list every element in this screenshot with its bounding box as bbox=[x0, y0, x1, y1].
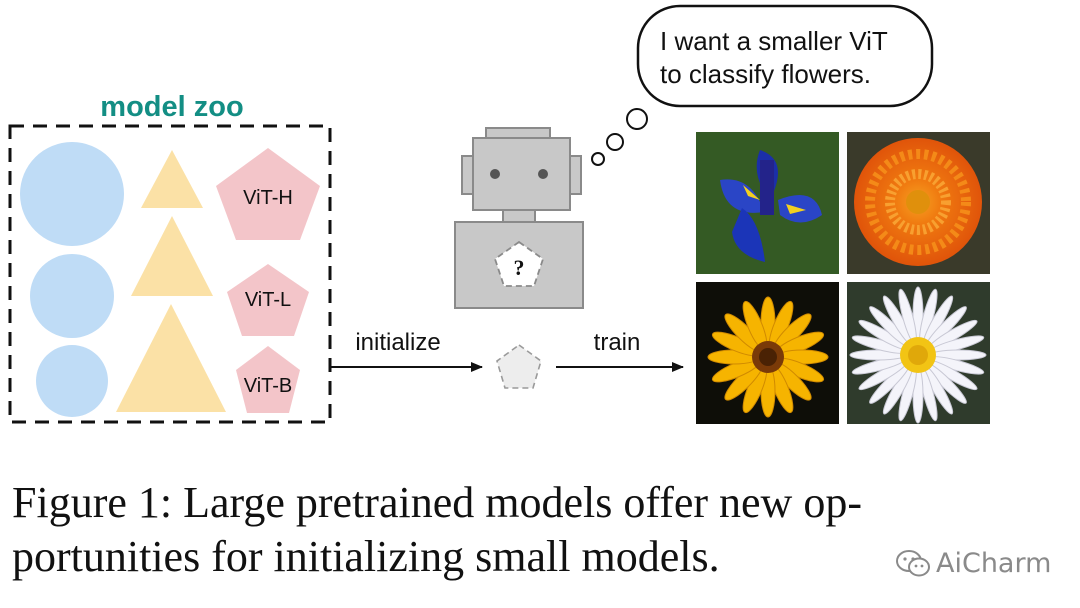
small-model-circle-small bbox=[36, 345, 108, 417]
model-triangle-large bbox=[116, 304, 226, 412]
thought-dot-small bbox=[591, 152, 605, 166]
small-model-pentagon bbox=[496, 344, 542, 389]
train-label: train bbox=[594, 329, 641, 356]
watermark-text: AiCharm bbox=[936, 548, 1052, 579]
watermark: AiCharm bbox=[896, 548, 1051, 579]
flower-photo-iris bbox=[696, 132, 839, 274]
diagram: model zoo ViT-H ViT-L ViT-B initialize t… bbox=[8, 4, 990, 424]
robot-eye-left bbox=[490, 169, 500, 179]
robot-head bbox=[472, 137, 571, 211]
small-model-circle-medium bbox=[30, 254, 114, 338]
thought-line-1: I want a smaller ViT bbox=[660, 26, 888, 56]
figure-caption: Figure 1: Large pretrained models offer … bbox=[12, 476, 1012, 584]
small-model-circle-large bbox=[20, 142, 124, 246]
thought-dot-large bbox=[626, 108, 648, 130]
initialize-label: initialize bbox=[355, 329, 440, 356]
caption-line-2: portunities for initializing small model… bbox=[12, 532, 720, 581]
robot: ? bbox=[454, 127, 584, 309]
robot-unknown-model-icon bbox=[493, 240, 545, 287]
robot-eye-right bbox=[538, 169, 548, 179]
caption-line-1: Figure 1: Large pretrained models offer … bbox=[12, 478, 862, 527]
robot-question-mark: ? bbox=[514, 255, 525, 280]
model-triangle-small bbox=[141, 150, 203, 208]
flower-photo-yellow bbox=[696, 282, 839, 424]
thought-bubble: I want a smaller ViT to classify flowers… bbox=[591, 4, 934, 166]
model-triangle-medium bbox=[131, 216, 213, 296]
vit-l-label: ViT-L bbox=[245, 289, 291, 311]
vit-h-pentagon bbox=[216, 148, 320, 240]
robot-neck bbox=[502, 209, 536, 223]
vit-h-label: ViT-H bbox=[243, 187, 293, 209]
vit-b-label: ViT-B bbox=[244, 375, 293, 397]
model-zoo-title: model zoo bbox=[100, 91, 243, 123]
train-arrow: train bbox=[556, 329, 684, 372]
initialize-arrow: initialize bbox=[330, 329, 483, 372]
vit-l-pentagon bbox=[227, 264, 309, 336]
vit-b-pentagon bbox=[236, 346, 300, 413]
thought-line-2: to classify flowers. bbox=[660, 59, 871, 89]
model-zoo-box bbox=[8, 124, 332, 424]
flower-photo-calendula bbox=[847, 132, 990, 274]
flower-photo-daisy bbox=[847, 282, 990, 424]
thought-dot-medium bbox=[606, 133, 624, 151]
thought-bubble-box bbox=[636, 4, 934, 108]
model-zoo: model zoo ViT-H ViT-L ViT-B bbox=[8, 91, 332, 424]
wechat-icon bbox=[896, 549, 930, 576]
